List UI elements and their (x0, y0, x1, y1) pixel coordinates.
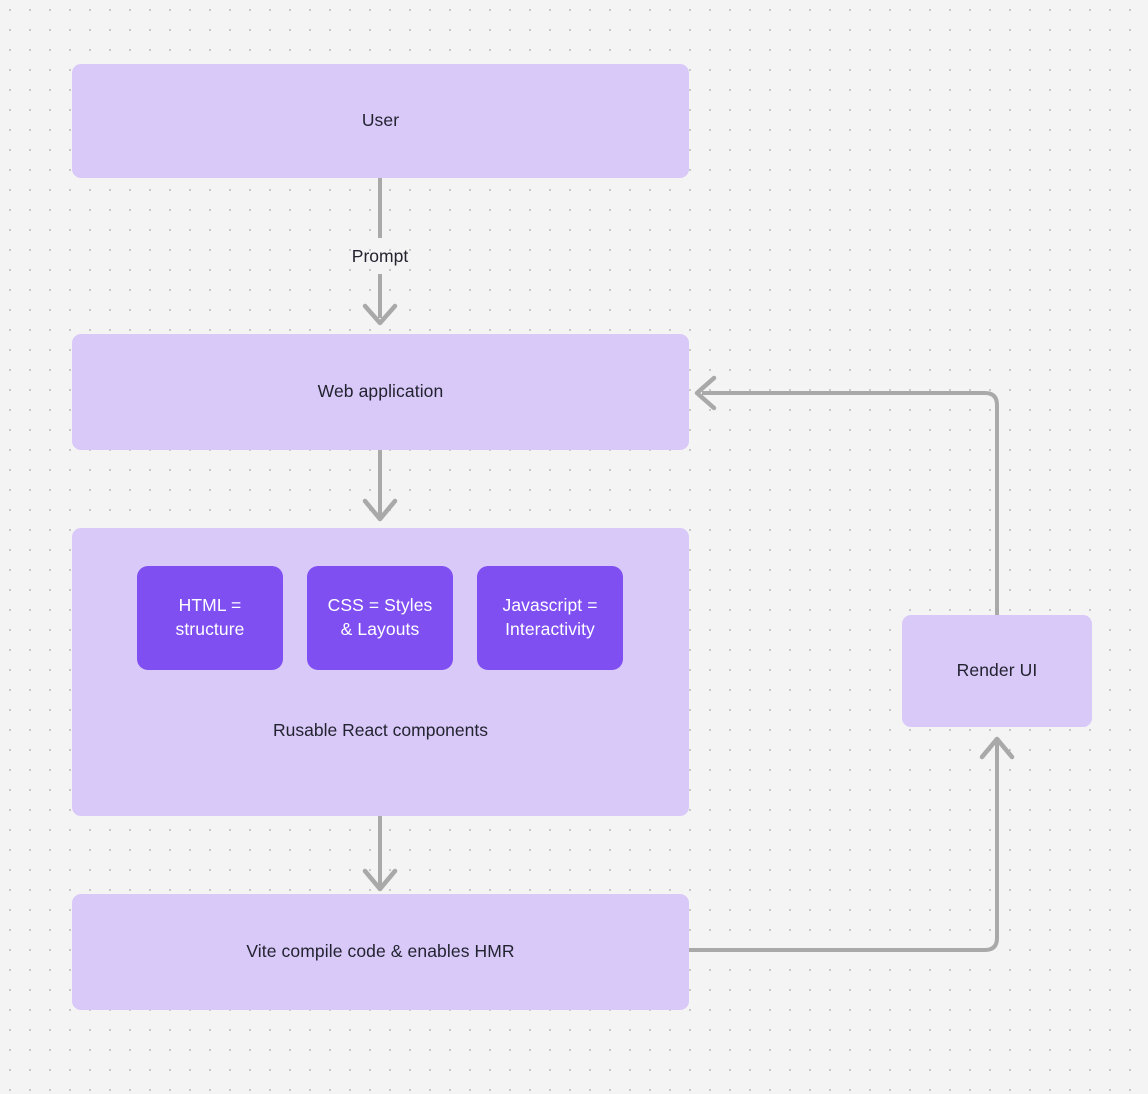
edge-segment (702, 391, 999, 615)
edge-render-ui-to-web-application (694, 375, 999, 615)
node-vite[interactable]: Vite compile code & enables HMR (72, 894, 689, 1010)
node-render-ui-label: Render UI (956, 660, 1038, 681)
node-css-label-line2: & Layouts (340, 619, 420, 639)
arrowhead-icon (362, 303, 398, 326)
node-react-components-group[interactable]: HTML = structure CSS = Styles & Layouts … (72, 528, 689, 816)
node-react-components-caption: Rusable React components (72, 720, 689, 741)
node-render-ui[interactable]: Render UI (902, 615, 1092, 727)
node-user-label: User (361, 110, 400, 131)
arrowhead-icon (979, 736, 1015, 760)
node-user[interactable]: User (72, 64, 689, 178)
edge-vite-to-render-ui (689, 736, 1015, 952)
edge-web-application-to-components (362, 450, 398, 522)
node-html[interactable]: HTML = structure (137, 566, 283, 670)
node-css-label-line1: CSS = Styles (327, 595, 433, 616)
node-javascript-label-line2: Interactivity (505, 619, 595, 639)
node-react-components-caption-text: Rusable React components (273, 720, 488, 740)
node-web-application[interactable]: Web application (72, 334, 689, 450)
node-javascript-label-line1: Javascript = (502, 595, 598, 616)
node-css[interactable]: CSS = Styles & Layouts (307, 566, 453, 670)
node-web-application-label: Web application (317, 381, 444, 402)
node-html-label-line1: HTML = (178, 595, 242, 616)
edge-label-prompt-text: Prompt (351, 246, 409, 266)
edge-components-to-vite (362, 816, 398, 892)
edge-segment (689, 742, 999, 952)
node-javascript[interactable]: Javascript = Interactivity (477, 566, 623, 670)
node-html-label-line2: structure (175, 619, 245, 639)
arrowhead-icon (694, 375, 717, 411)
edge-label-prompt: Prompt (330, 246, 430, 267)
arrowhead-icon (362, 868, 398, 892)
arrowhead-icon (362, 498, 398, 522)
node-vite-label: Vite compile code & enables HMR (246, 941, 515, 962)
